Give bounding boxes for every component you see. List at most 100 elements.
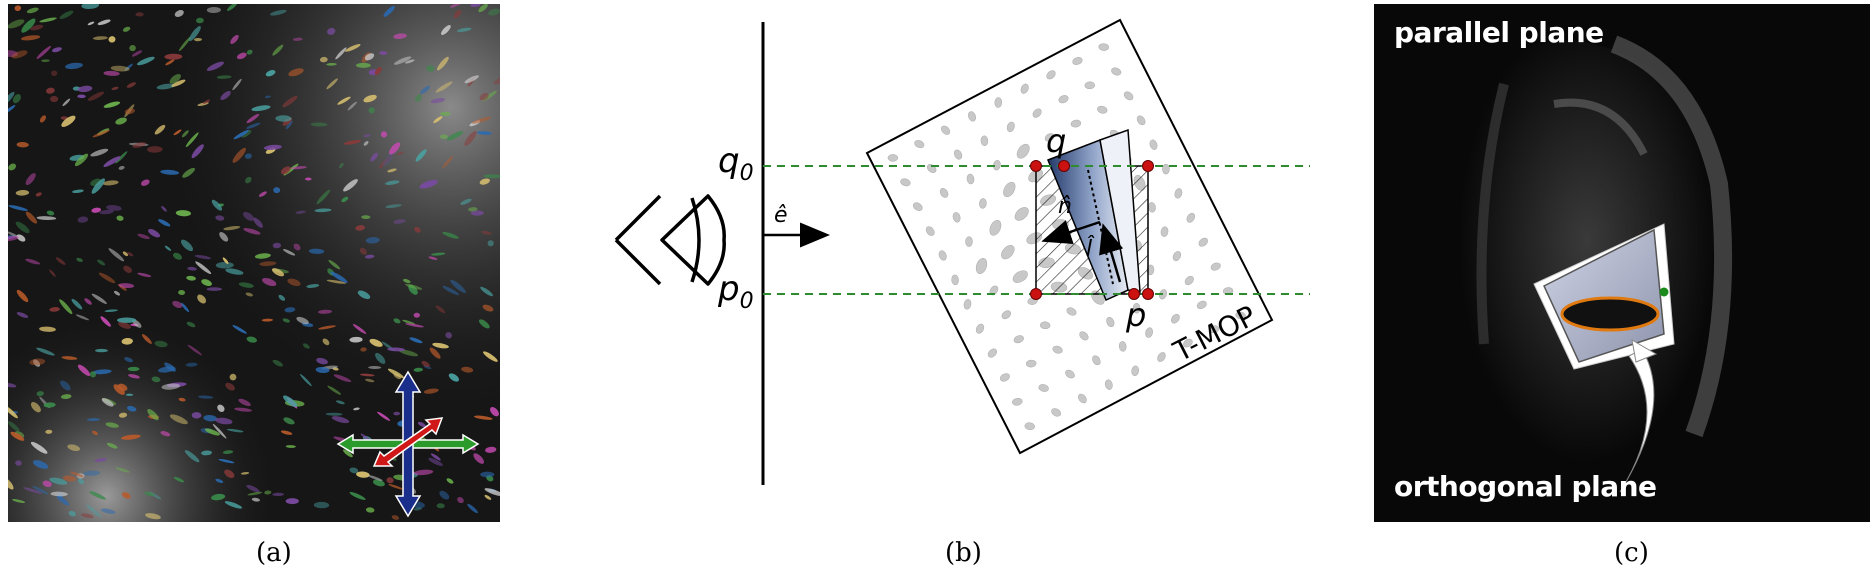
tensor-glyph [99, 209, 114, 215]
tensor-glyph [212, 423, 227, 439]
tensor-glyph [217, 404, 225, 412]
tensor-glyph [413, 469, 434, 476]
tensor-glyph [464, 131, 477, 146]
tensor-glyph [305, 177, 312, 181]
tensor-glyph [86, 504, 102, 518]
tensor-glyph [103, 156, 121, 167]
tensor-glyph [439, 490, 450, 500]
tensor-glyph [372, 479, 385, 487]
tensor-glyph [285, 445, 296, 448]
tensor-glyph [68, 510, 76, 517]
tensor-glyph [341, 196, 349, 203]
tensor-glyph [25, 258, 41, 265]
tensor-glyph [25, 211, 38, 224]
tensor-glyph [49, 477, 68, 485]
plane-glyph [1104, 379, 1113, 390]
plane-glyph [953, 149, 963, 160]
tensor-glyph [196, 17, 204, 24]
tensor-glyph [8, 382, 17, 388]
plane-glyph [1106, 316, 1115, 328]
tensor-glyph [12, 94, 21, 104]
plane-glyph [994, 97, 1003, 108]
tensor-glyph [272, 359, 283, 367]
tensor-glyph [378, 154, 393, 169]
tensor-glyph [43, 402, 56, 408]
tensor-glyph [144, 491, 155, 497]
tensor-glyph [428, 256, 438, 260]
tensor-glyph [36, 45, 52, 59]
tensor-glyph [174, 10, 184, 17]
tensor-glyph [169, 74, 181, 84]
plane-glyph [1174, 188, 1183, 199]
tensor-glyph [238, 282, 254, 288]
plane-glyph [1210, 262, 1221, 271]
plane-glyph [1044, 133, 1055, 142]
tensor-glyph [184, 450, 200, 463]
tensor-glyph [270, 9, 287, 16]
tensor-glyph [393, 33, 407, 40]
tensor-glyph [175, 210, 191, 217]
tensor-glyph [151, 376, 161, 383]
tensor-glyph [460, 198, 472, 205]
tensor-glyph [261, 318, 274, 322]
tensor-glyph [272, 242, 282, 249]
tensor-glyph [91, 207, 102, 213]
tensor-glyph [365, 507, 375, 513]
tensor-glyph [426, 65, 435, 72]
tensor-glyph [233, 129, 250, 140]
tensor-glyph [132, 142, 147, 148]
tensor-glyph [310, 122, 328, 127]
tensor-glyph [232, 325, 247, 334]
tensor-glyph [391, 515, 400, 520]
tensor-glyph [56, 495, 70, 506]
tensor-glyph [472, 116, 491, 124]
tensor-glyph [296, 316, 309, 325]
tensor-glyph [67, 444, 81, 452]
tensor-glyph [211, 493, 226, 501]
tensor-glyph [335, 47, 347, 60]
tensor-glyph [8, 105, 16, 114]
plane-glyph [1013, 335, 1024, 344]
tensor-glyph [59, 299, 73, 315]
tensor-glyph [295, 210, 306, 214]
tensor-glyph [450, 4, 463, 8]
tensor-glyph [46, 210, 55, 216]
tensor-glyph [187, 266, 197, 271]
tensor-glyph [388, 484, 403, 490]
tensor-glyph [60, 380, 71, 391]
tensor-glyph [258, 191, 267, 197]
tensor-glyph [313, 501, 330, 509]
tensor-glyph [215, 215, 225, 221]
tensor-glyph [14, 5, 22, 12]
tensor-glyph [122, 26, 131, 32]
tensor-glyph [92, 369, 112, 375]
tensor-glyph [169, 414, 188, 425]
tensor-glyph [124, 357, 133, 363]
tensor-glyph [8, 50, 18, 57]
tensor-glyph [178, 397, 186, 402]
tensor-glyph [161, 383, 181, 390]
pointer-arrow [1619, 348, 1655, 493]
tensor-glyph [402, 319, 416, 325]
tensor-glyph [97, 259, 106, 266]
tensor-glyph [115, 151, 128, 164]
tensor-glyph [15, 460, 22, 466]
tensor-glyph [430, 97, 445, 104]
tensor-glyph [234, 407, 252, 412]
tensor-glyph [113, 290, 121, 296]
tensor-glyph [413, 312, 420, 318]
tensor-glyph [211, 199, 223, 211]
tensor-glyph [216, 75, 232, 79]
tensor-glyph [229, 373, 237, 381]
tensor-glyph [253, 217, 263, 228]
tensor-glyph [123, 265, 132, 273]
tensor-glyph [181, 239, 193, 252]
tensor-glyph [158, 366, 176, 373]
tensor-glyph [483, 174, 500, 179]
caption-a: (a) [256, 538, 292, 568]
tensor-glyph [120, 434, 141, 440]
tensor-glyph [10, 431, 25, 441]
tensor-glyph [158, 219, 171, 227]
tensor-glyph [457, 497, 464, 504]
plane-glyph [941, 125, 951, 135]
